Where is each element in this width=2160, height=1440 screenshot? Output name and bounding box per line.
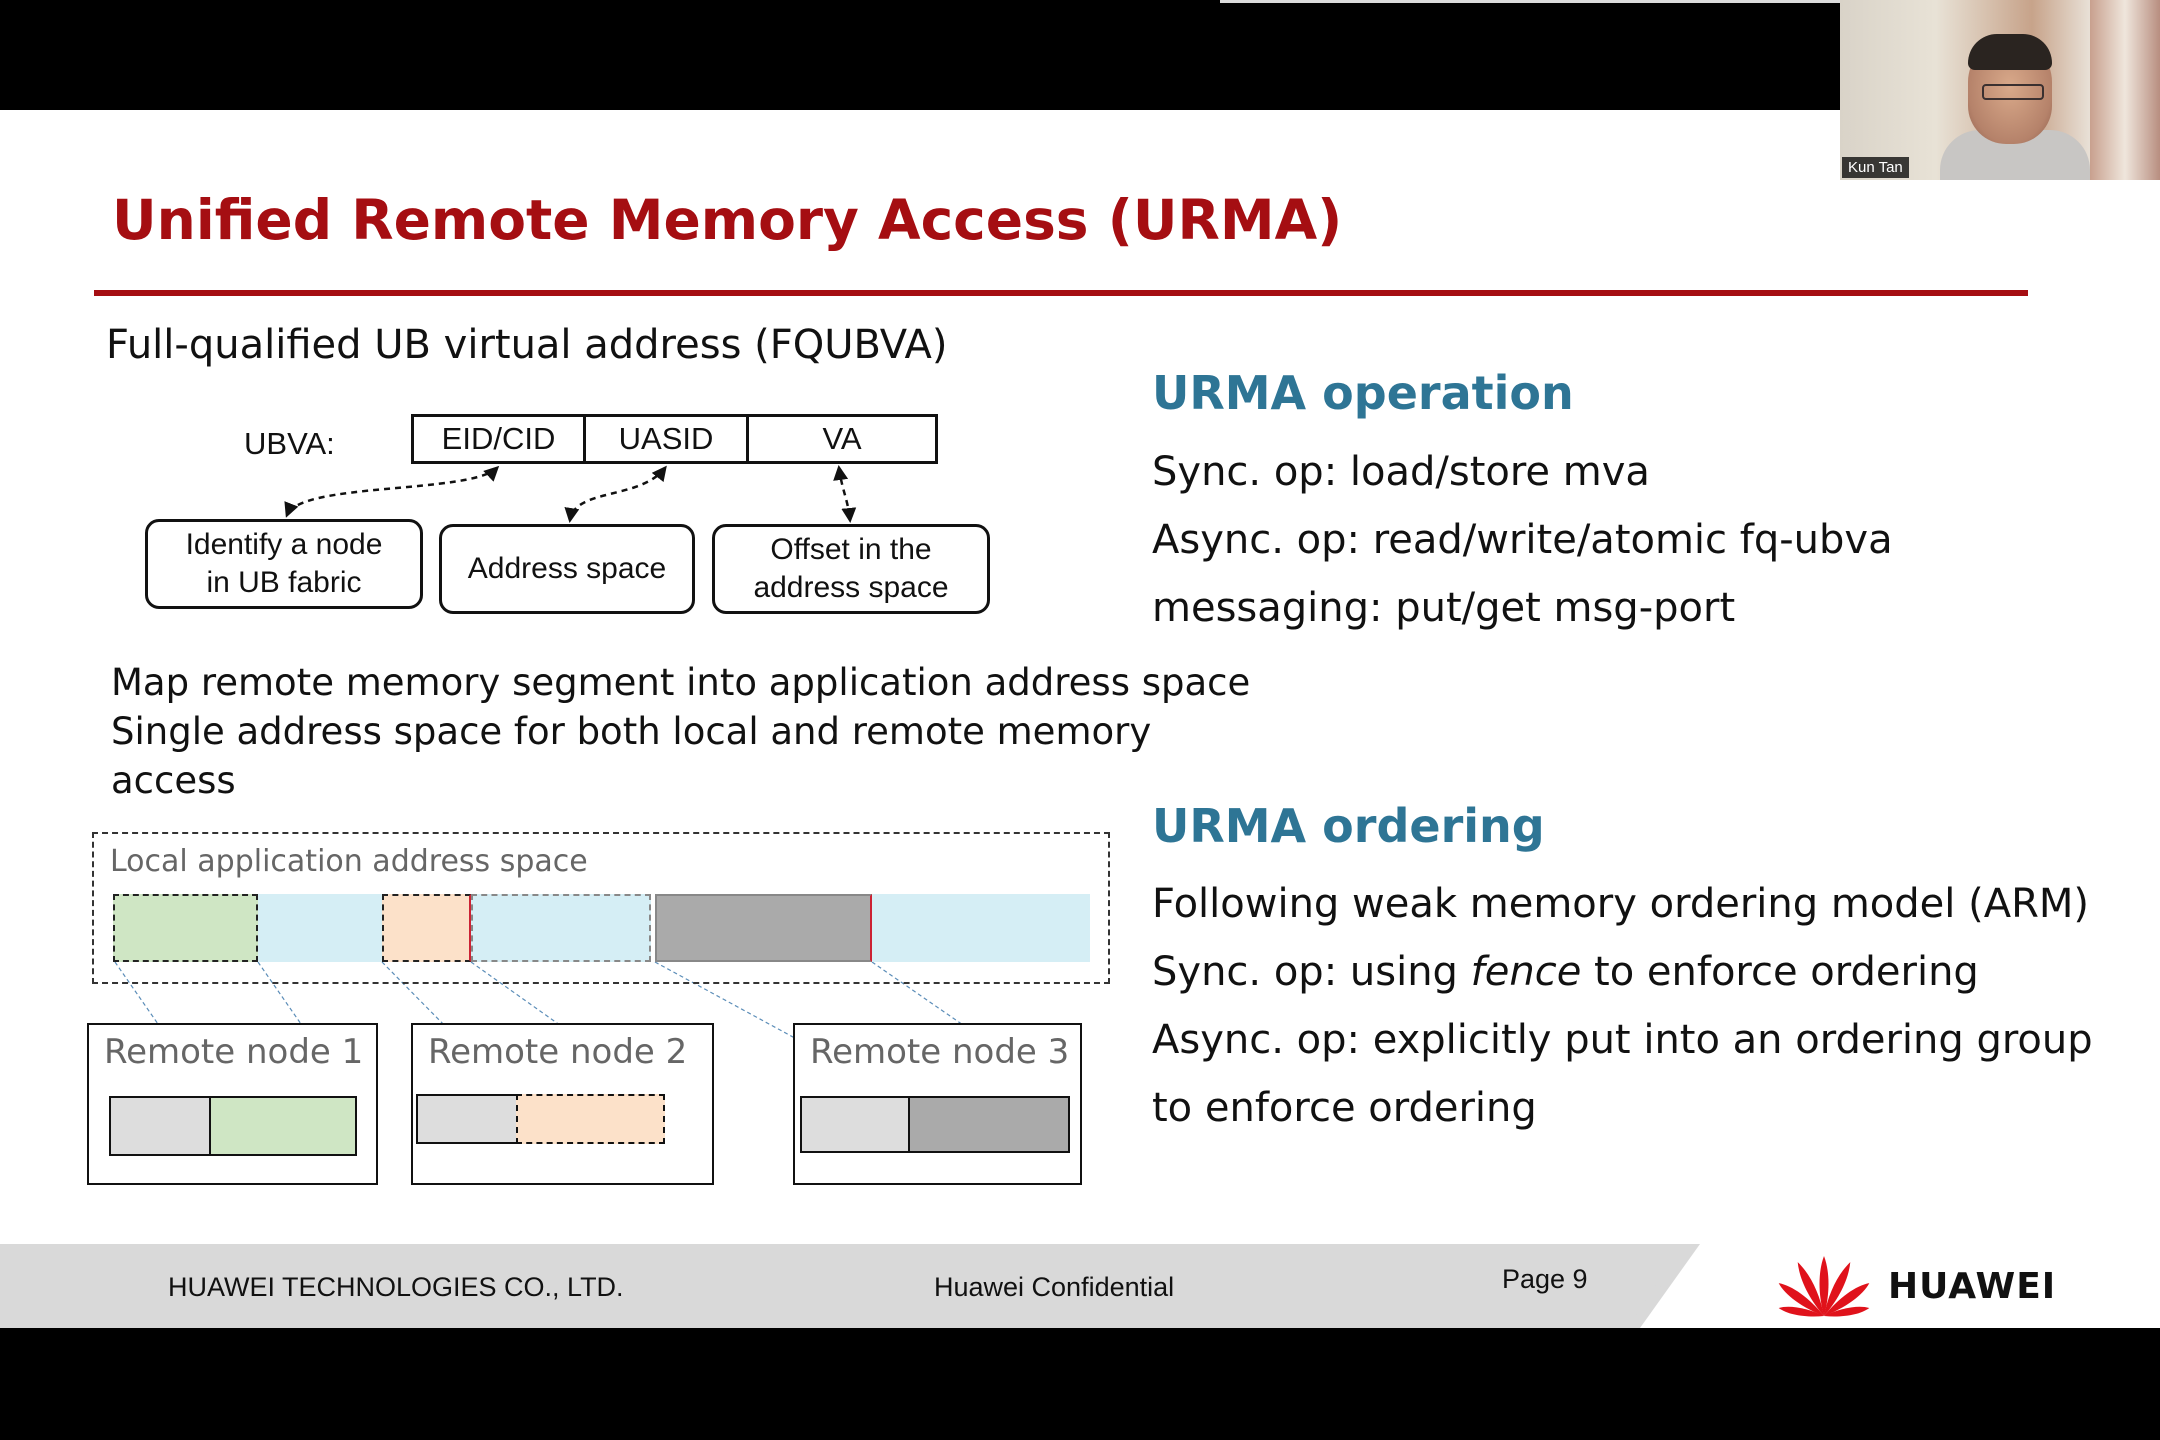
offset-description-line: address space <box>753 571 949 604</box>
urma-operation-heading: URMA operation <box>1152 366 1574 420</box>
node-description-line: Identify a node <box>185 528 383 561</box>
node-description-box: Identify a node in UB fabric <box>145 519 423 609</box>
presentation-slide: Unified Remote Memory Access (URMA) Full… <box>0 110 2160 1328</box>
urma-ordering-item: Sync. op: using fence to enforce orderin… <box>1152 938 2093 1006</box>
local-segment-gray <box>655 894 872 962</box>
ubva-field-eid: EID/CID <box>414 417 586 461</box>
local-segment-blue <box>471 894 651 962</box>
ubva-label: UBVA: <box>244 426 335 461</box>
urma-ordering-item: to enforce ordering <box>1152 1085 1537 1131</box>
participant-hair <box>1968 34 2052 70</box>
remote-node-1-segment-green <box>209 1096 357 1156</box>
remote-node-2-segment-gray <box>416 1094 518 1144</box>
local-segment-peach <box>382 894 471 962</box>
urma-ordering-item: Following weak memory ordering model (AR… <box>1152 881 2089 927</box>
footer-confidential: Huawei Confidential <box>934 1272 1175 1302</box>
remote-node-3-label: Remote node 3 <box>810 1032 1070 1072</box>
top-divider-line <box>1220 0 1840 3</box>
urma-operation-item: Async. op: read/write/atomic fq-ubva <box>1152 517 1893 563</box>
remote-node-1-label: Remote node 1 <box>104 1032 364 1072</box>
ordering-text: Sync. op: using <box>1152 949 1471 995</box>
ubva-field-table: EID/CID UASID VA <box>411 414 938 464</box>
remote-node-3-segment-dark-gray <box>908 1096 1070 1153</box>
title-underline <box>94 290 2028 296</box>
node-description-line: in UB fabric <box>206 566 362 599</box>
top-black-bar <box>0 0 2160 110</box>
webcam-background <box>2090 0 2160 180</box>
footer-logo-panel <box>1640 1244 2160 1328</box>
offset-description-line: Offset in the <box>770 533 932 566</box>
participant-video-tile[interactable]: Kun Tan <box>1840 0 2160 180</box>
local-segment-green <box>113 894 258 962</box>
local-segment-blue <box>872 894 1090 962</box>
address-space-description-line: Address space <box>467 552 667 585</box>
ubva-field-uasid: UASID <box>586 417 749 461</box>
va-to-offset-arrow <box>833 465 857 523</box>
urma-operation-list: Sync. op: load/store mva Async. op: read… <box>1152 438 1893 642</box>
huawei-flower-logo-icon <box>1778 1256 1870 1317</box>
urma-ordering-list: Following weak memory ordering model (AR… <box>1152 870 2093 1142</box>
urma-ordering-item: Async. op: explicitly put into an orderi… <box>1152 1017 2093 1063</box>
slide-footer: HUAWEI TECHNOLOGIES CO., LTD. Huawei Con… <box>0 1244 2160 1328</box>
offset-description-box: Offset in the address space <box>712 524 990 614</box>
footer-page-number: Page 9 <box>1502 1264 1588 1294</box>
ubva-field-va: VA <box>822 421 862 456</box>
local-address-space-box <box>92 832 1110 984</box>
urma-operation-item: messaging: put/get msg-port <box>1152 585 1736 631</box>
participant-glasses <box>1982 84 2044 100</box>
slide-title: Unified Remote Memory Access (URMA) <box>112 188 1343 252</box>
remote-node-1-segment-gray <box>109 1096 211 1156</box>
urma-operation-item: Sync. op: load/store mva <box>1152 449 1650 495</box>
mapping-description-line: Map remote memory segment into applicati… <box>111 661 1251 704</box>
remote-node-3-segment-gray <box>800 1096 910 1153</box>
participant-name-label: Kun Tan <box>1842 157 1909 178</box>
fence-keyword: fence <box>1470 949 1582 995</box>
remote-node-2-segment-peach <box>516 1094 665 1144</box>
local-segment-blue <box>258 894 382 962</box>
eid-to-node-arrow <box>284 465 500 518</box>
mapping-description: Map remote memory segment into applicati… <box>111 658 1251 805</box>
local-address-space-label: Local application address space <box>110 844 588 879</box>
ordering-text: to enforce ordering <box>1581 949 1979 995</box>
huawei-wordmark: HUAWEI <box>1888 1266 2057 1307</box>
remote-node-2-label: Remote node 2 <box>428 1032 688 1072</box>
mapping-description-line: Single address space for both local and … <box>111 710 1152 753</box>
fqubva-heading: Full-qualified UB virtual address (FQUBV… <box>106 322 948 368</box>
bottom-black-bar <box>0 1328 2160 1440</box>
footer-company-name: HUAWEI TECHNOLOGIES CO., LTD. <box>168 1272 624 1302</box>
urma-ordering-heading: URMA ordering <box>1152 799 1545 853</box>
uasid-to-space-arrow <box>564 465 667 523</box>
mapping-description-line: access <box>111 759 236 802</box>
address-space-description-box: Address space <box>439 524 695 614</box>
